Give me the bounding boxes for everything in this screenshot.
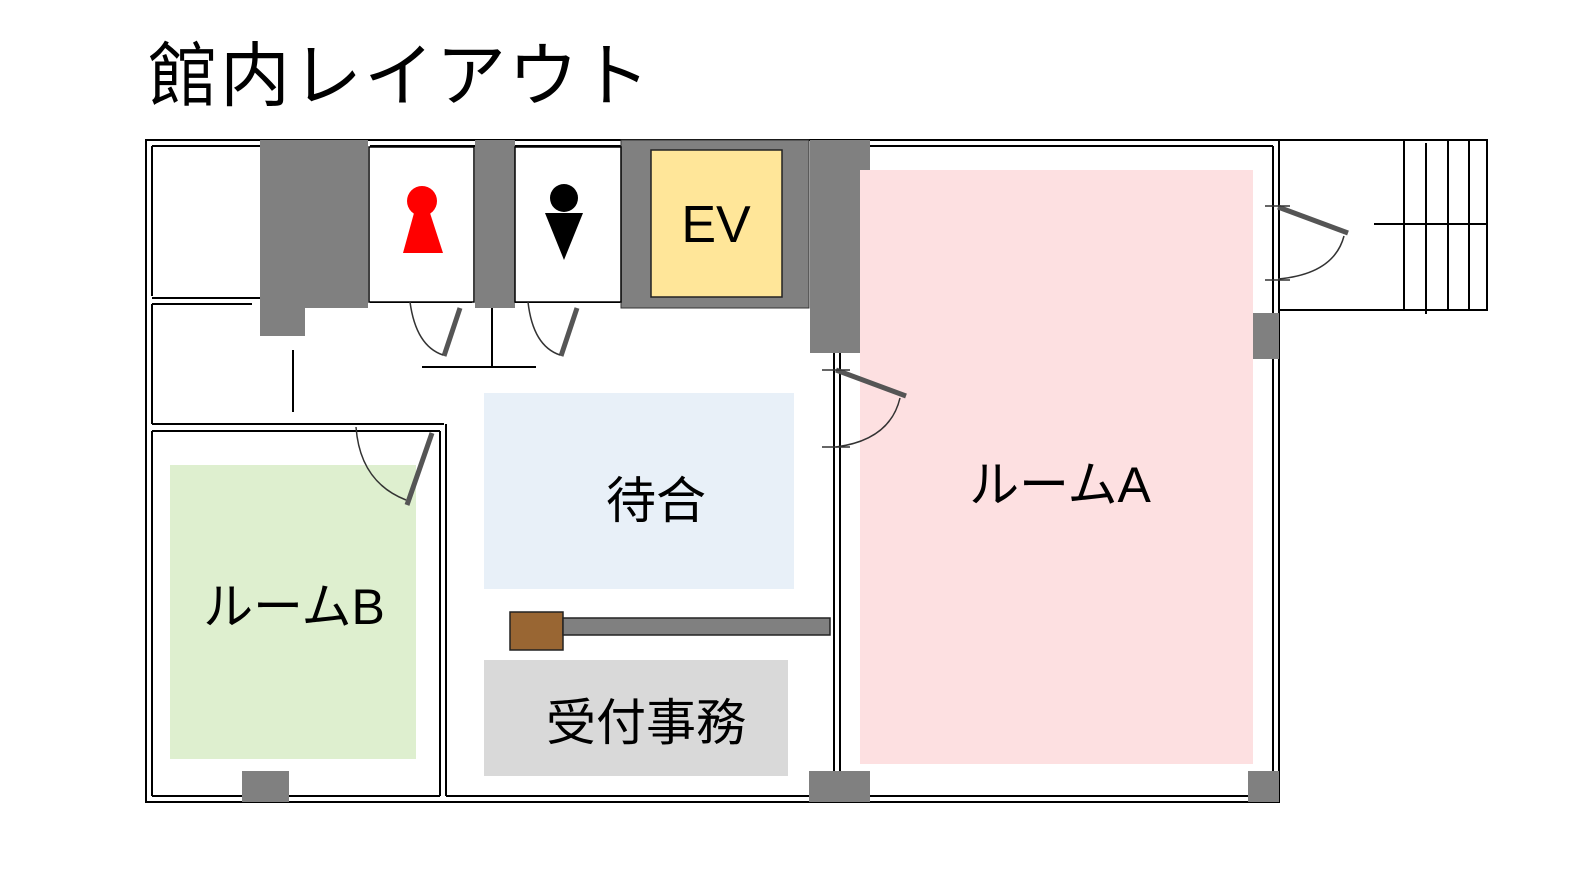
restroom-women — [368, 146, 475, 303]
room-b-label: ルームB — [203, 579, 385, 635]
door-women-restroom[interactable] — [409, 301, 463, 357]
reception-counter — [562, 617, 831, 636]
male-restroom-icon — [545, 184, 583, 260]
door-room-b[interactable] — [355, 426, 435, 506]
waiting-area — [484, 393, 794, 589]
staircase — [1278, 139, 1488, 314]
page-title: 館内レイアウト — [148, 35, 652, 117]
counter-block — [509, 611, 564, 651]
door-stairs[interactable] — [1265, 204, 1349, 281]
pillar — [1248, 771, 1279, 802]
door-men-restroom[interactable] — [527, 301, 580, 357]
pillar — [475, 140, 515, 308]
pillar — [809, 771, 870, 802]
waiting-label: 待合 — [606, 473, 706, 529]
elevator-car — [650, 149, 783, 298]
elevator-label: EV — [681, 196, 751, 254]
reception-label: 受付事務 — [546, 695, 746, 751]
door-room-a[interactable] — [822, 367, 907, 448]
pillar — [260, 140, 368, 336]
female-restroom-icon — [403, 186, 443, 253]
pillar — [242, 771, 289, 802]
doors[interactable] — [355, 204, 1349, 506]
room-a-label: ルームA — [969, 457, 1151, 513]
restroom-men — [514, 146, 622, 303]
reception-area — [484, 660, 788, 776]
pillar — [1249, 313, 1279, 359]
room-a — [860, 170, 1253, 764]
partitions — [292, 308, 536, 412]
room-b — [170, 465, 416, 759]
